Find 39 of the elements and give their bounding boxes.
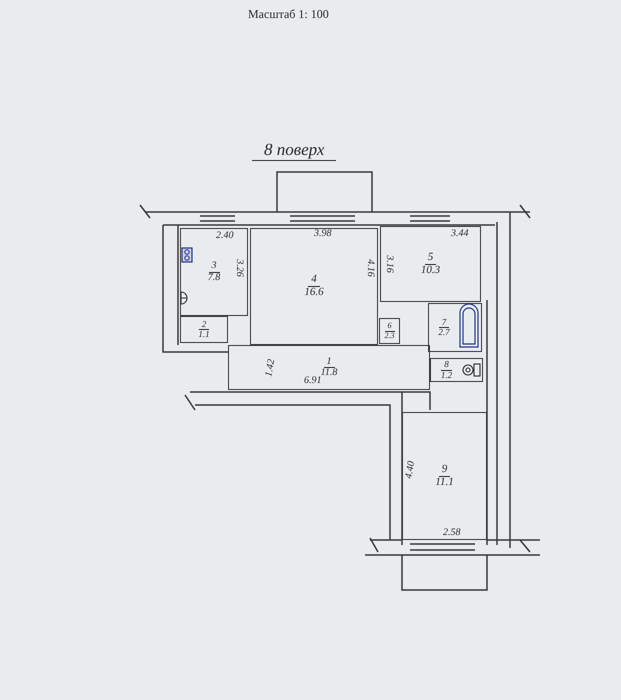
room-outline [379,318,400,344]
dimension-value: 3.98 [314,229,332,239]
room-area: 7.8 [208,272,220,283]
room-area: 10.3 [420,264,440,276]
room-number: 8 [441,360,452,370]
room-outline [380,226,481,302]
dimension-value: 4.16 [364,259,375,277]
dimension-value: 2.58 [443,528,460,538]
room-number: 7 [438,318,450,328]
dimension-value: 4.40 [404,460,418,480]
room-area: 11.8 [320,368,338,378]
dimension-value: 3.16 [384,255,394,273]
room-area: 2.7 [438,328,450,338]
room-number: 2 [198,320,210,330]
floor-heading: 8 поверх [252,140,336,161]
scale-note: Масштаб 1: 100 [248,8,329,20]
room-outline [228,345,430,390]
room-outline [180,316,228,343]
room-area: 11.1 [435,476,454,488]
room-number: 5 [424,252,436,264]
room-number: 1 [324,356,334,368]
dimension-value: 3.44 [451,229,468,239]
room-outline [250,228,378,345]
room-outline [402,412,487,540]
room-area: 1.2 [440,370,452,380]
dimension-value: 1.42 [264,358,278,378]
dimension-value: 2.40 [216,231,234,241]
room-area: 16.6 [304,287,324,299]
dimension-value: 6.91 [304,376,322,386]
room-number: 6 [384,322,394,332]
room-outline [180,228,248,316]
room-outline [428,303,482,352]
room-number: 4 [308,274,320,287]
dimension-value: 3.26 [234,259,244,277]
room-number: 3 [208,261,220,272]
room-outline [430,358,483,382]
room-area: 1.1 [198,330,210,340]
room-number: 9 [438,464,450,476]
room-area: 2.3 [384,332,394,340]
